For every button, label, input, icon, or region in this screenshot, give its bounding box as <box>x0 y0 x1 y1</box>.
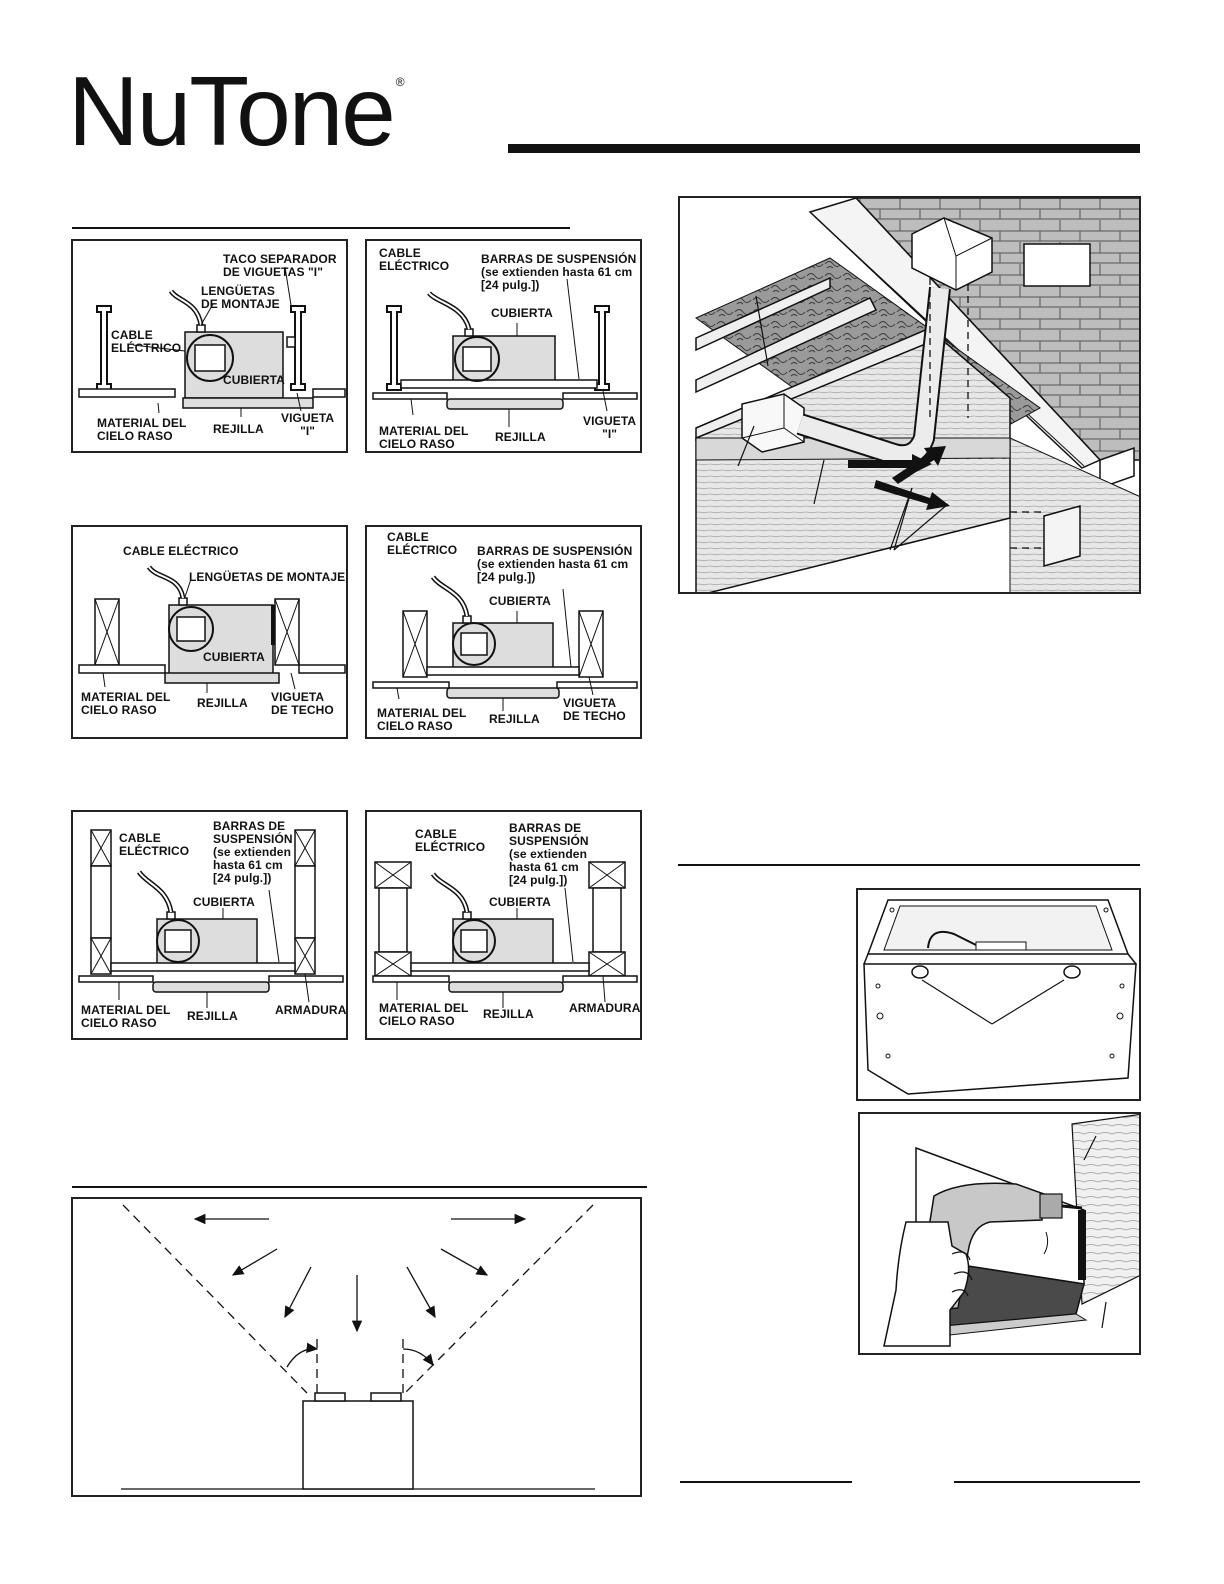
label-electrical-cable: CABLE ELÉCTRICO <box>415 827 486 854</box>
label-housing: CUBIERTA <box>489 594 551 608</box>
label-electrical-cable: CABLE ELÉCTRICO <box>111 328 182 355</box>
label-electrical-cable: CABLE ELÉCTRICO <box>119 831 190 858</box>
label-truss: ARMADURA <box>569 1001 641 1015</box>
label-electrical-cable: CABLE ELÉCTRICO <box>123 544 239 558</box>
label-hanger-bars: BARRAS DE SUSPENSIÓN (se extienden hasta… <box>477 544 633 584</box>
section-rule-mounting <box>72 227 570 229</box>
label-joist-spacer: TACO SEPARADOR DE VIGUETAS "I" <box>223 252 337 279</box>
diagram-truss-vertical: CABLE ELÉCTRICO BARRAS DE SUSPENSIÓN (se… <box>71 810 348 1040</box>
label-housing: CUBIERTA <box>223 373 285 387</box>
registered-mark: ® <box>395 75 405 89</box>
label-mounting-tabs: LENGÜETAS DE MONTAJE <box>189 570 346 584</box>
label-housing: CUBIERTA <box>491 306 553 320</box>
label-ceiling-joist: VIGUETA DE TECHO <box>271 690 334 717</box>
label-ceiling-joist: VIGUETA DE TECHO <box>563 696 626 723</box>
label-grille: REJILLA <box>187 1009 238 1023</box>
label-hanger-bars: BARRAS DE SUSPENSIÓN (se extienden hasta… <box>509 821 589 887</box>
label-housing: CUBIERTA <box>203 650 265 664</box>
label-hanger-bars: BARRAS DE SUSPENSIÓN (se extienden hasta… <box>213 819 293 885</box>
footer-rule-left <box>680 1481 852 1483</box>
diagram-ceiling-joist-bars-drawing <box>372 575 638 711</box>
label-i-joist: VIGUETA "I" <box>281 411 335 438</box>
label-grille: REJILLA <box>197 696 248 710</box>
label-ceiling-material: MATERIAL DEL CIELO RASO <box>377 706 467 733</box>
housing-ports-drawing <box>863 899 1137 1095</box>
airflow-diagram <box>71 1197 642 1497</box>
diagram-truss-horizontal-drawing <box>372 861 638 1008</box>
diagram-i-joist-tabs: TACO SEPARADOR DE VIGUETAS "I" LENGÜETAS… <box>71 239 348 453</box>
section-rule-throw <box>72 1186 647 1188</box>
diagram-i-joist-tabs-drawing <box>78 266 346 417</box>
label-housing: CUBIERTA <box>193 895 255 909</box>
label-ceiling-material: MATERIAL DEL CIELO RASO <box>379 1001 469 1028</box>
label-mounting-tabs: LENGÜETAS DE MONTAJE <box>201 284 280 311</box>
label-grille: REJILLA <box>489 712 540 726</box>
drill-mounting-illustration <box>858 1112 1141 1355</box>
diagram-i-joist-bars: CABLE ELÉCTRICO BARRAS DE SUSPENSIÓN (se… <box>365 239 642 453</box>
label-i-joist: VIGUETA "I" <box>583 414 637 441</box>
diagram-ceiling-joist-bars: CABLE ELÉCTRICO BARRAS DE SUSPENSIÓN (se… <box>365 525 642 739</box>
label-truss: ARMADURA <box>275 1003 347 1017</box>
diagram-i-joist-bars-drawing <box>372 278 638 427</box>
housing-ports-illustration <box>856 888 1141 1101</box>
label-grille: REJILLA <box>213 422 264 436</box>
label-ceiling-material: MATERIAL DEL CIELO RASO <box>81 690 171 717</box>
brand-logo: NuTone® <box>68 62 405 160</box>
brand-name: NuTone <box>68 56 396 166</box>
label-hanger-bars: BARRAS DE SUSPENSIÓN (se extienden hasta… <box>481 252 637 292</box>
header-rule <box>508 144 1140 153</box>
label-ceiling-material: MATERIAL DEL CIELO RASO <box>379 424 469 451</box>
drill-mounting-drawing <box>883 1114 1139 1347</box>
label-ceiling-material: MATERIAL DEL CIELO RASO <box>97 416 187 443</box>
label-housing: CUBIERTA <box>489 895 551 909</box>
airflow-diagram-drawing <box>121 1204 595 1490</box>
diagram-ceiling-joist-tabs: CABLE ELÉCTRICO LENGÜETAS DE MONTAJE CUB… <box>71 525 348 739</box>
attic-ducting-illustration <box>678 196 1141 594</box>
label-grille: REJILLA <box>483 1007 534 1021</box>
section-rule-right <box>678 864 1140 866</box>
attic-ducting-drawing <box>695 198 1139 592</box>
label-grille: REJILLA <box>495 430 546 444</box>
label-electrical-cable: CABLE ELÉCTRICO <box>379 246 450 273</box>
diagram-truss-vertical-drawing <box>78 829 344 1008</box>
diagram-ceiling-joist-tabs-drawing <box>78 565 346 693</box>
label-electrical-cable: CABLE ELÉCTRICO <box>387 530 458 557</box>
diagram-truss-horizontal: CABLE ELÉCTRICO BARRAS DE SUSPENSIÓN (se… <box>365 810 642 1040</box>
footer-rule-right <box>954 1481 1140 1483</box>
label-ceiling-material: MATERIAL DEL CIELO RASO <box>81 1003 171 1030</box>
